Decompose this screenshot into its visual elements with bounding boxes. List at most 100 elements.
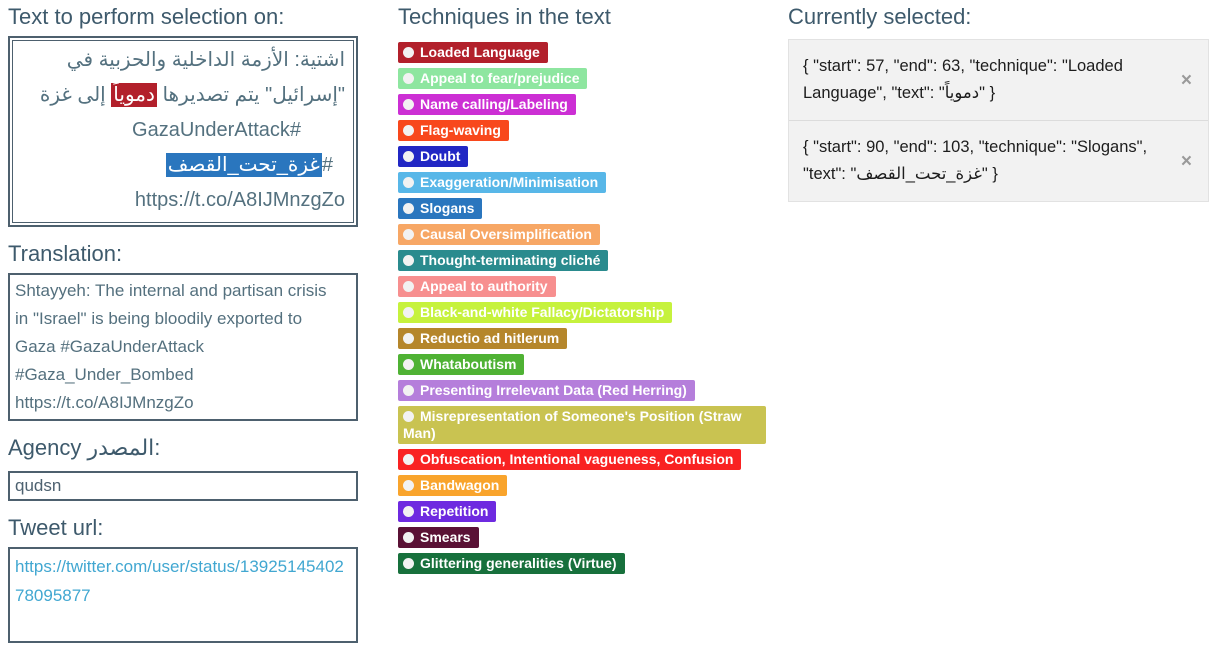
technique-tag-label: Whataboutism: [420, 356, 517, 372]
technique-tag[interactable]: Whataboutism: [398, 354, 525, 375]
technique-tag[interactable]: Thought-terminating cliché: [398, 250, 609, 271]
source-text-segment: اشتية: الأزمة الداخلية والحزبية في: [66, 49, 345, 71]
technique-tag-label: Name calling/Labeling: [420, 96, 568, 112]
radio-dot-icon: [403, 454, 414, 465]
close-icon[interactable]: ×: [1180, 150, 1192, 172]
translation-text: Shtayyeh: The internal and partisan cris…: [8, 273, 358, 421]
selected-annotations-list: { "start": 57, "end": 63, "technique": "…: [788, 39, 1209, 202]
radio-dot-icon: [403, 411, 414, 422]
tweet-url-label: Tweet url:: [8, 515, 104, 540]
technique-tag[interactable]: Presenting Irrelevant Data (Red Herring): [398, 380, 695, 401]
radio-dot-icon: [403, 125, 414, 136]
tweet-url-box: https://twitter.com/user/status/13925145…: [8, 547, 358, 643]
radio-dot-icon: [403, 532, 414, 543]
technique-tag-label: Doubt: [420, 148, 461, 164]
source-text-line: اشتية: الأزمة الداخلية والحزبية في: [21, 43, 345, 78]
technique-tag[interactable]: Glittering generalities (Virtue): [398, 553, 625, 574]
technique-tag[interactable]: Reductio ad hitlerum: [398, 328, 568, 349]
selected-annotation-item: { "start": 90, "end": 103, "technique": …: [789, 120, 1208, 201]
technique-tag-label: Misrepresentation of Someone's Position …: [403, 408, 742, 441]
technique-tag[interactable]: Exaggeration/Minimisation: [398, 172, 607, 193]
radio-dot-icon: [403, 255, 414, 266]
techniques-title: Techniques in the text: [398, 4, 611, 29]
translation-line: Shtayyeh: The internal and partisan cris…: [15, 281, 327, 300]
radio-dot-icon: [403, 359, 414, 370]
technique-tag-label: Obfuscation, Intentional vagueness, Conf…: [420, 451, 734, 467]
technique-tag-label: Thought-terminating cliché: [420, 252, 601, 268]
technique-tag[interactable]: Bandwagon: [398, 475, 508, 496]
radio-dot-icon: [403, 203, 414, 214]
technique-tag[interactable]: Loaded Language: [398, 42, 548, 63]
radio-dot-icon: [403, 151, 414, 162]
technique-tag[interactable]: Causal Oversimplification: [398, 224, 600, 245]
translation-line: Gaza #GazaUnderAttack: [15, 337, 204, 356]
source-text[interactable]: اشتية: الأزمة الداخلية والحزبية في "إسرائ…: [12, 40, 354, 223]
technique-tag-label: Slogans: [420, 200, 475, 216]
technique-tag-label: Causal Oversimplification: [420, 226, 592, 242]
technique-tag[interactable]: Name calling/Labeling: [398, 94, 576, 115]
technique-tag-label: Reductio ad hitlerum: [420, 330, 560, 346]
radio-dot-icon: [403, 480, 414, 491]
radio-dot-icon: [403, 333, 414, 344]
technique-tag[interactable]: Misrepresentation of Someone's Position …: [398, 406, 766, 444]
technique-tag-label: Appeal to authority: [420, 278, 548, 294]
radio-dot-icon: [403, 229, 414, 240]
technique-tag-label: Smears: [420, 529, 471, 545]
highlight-blue-span: غزة_تحت_القصف: [165, 153, 322, 177]
technique-tag[interactable]: Repetition: [398, 501, 497, 522]
source-text-segment: "إسرائيل" يتم تصديرها: [156, 84, 345, 106]
radio-dot-icon: [403, 177, 414, 188]
source-text-segment: https://t.co/A8IJMnzgZo: [134, 189, 345, 211]
radio-dot-icon: [403, 47, 414, 58]
radio-dot-icon: [403, 307, 414, 318]
technique-tag-label: Appeal to fear/prejudice: [420, 70, 580, 86]
agency-input[interactable]: [8, 471, 358, 501]
source-text-line: #غزة_تحت_القصف: [21, 148, 345, 183]
translation-line: #Gaza_Under_Bombed: [15, 365, 194, 384]
highlight-red-span: دموياً: [111, 83, 157, 107]
technique-tag-label: Loaded Language: [420, 44, 540, 60]
technique-tag-label: Glittering generalities (Virtue): [420, 555, 617, 571]
source-text-box: اشتية: الأزمة الداخلية والحزبية في "إسرائ…: [8, 36, 358, 227]
technique-tag[interactable]: Flag-waving: [398, 120, 509, 141]
source-text-line: #GazaUnderAttack: [21, 113, 345, 148]
radio-dot-icon: [403, 558, 414, 569]
selected-annotation-item: { "start": 57, "end": 63, "technique": "…: [789, 40, 1208, 120]
translation-line: https://t.co/A8IJMnzgZo: [15, 393, 194, 412]
technique-tag[interactable]: Doubt: [398, 146, 469, 167]
tweet-url-link[interactable]: https://twitter.com/user/status/13925145…: [15, 557, 344, 605]
selected-annotation-json: { "start": 57, "end": 63, "technique": "…: [803, 57, 1123, 102]
radio-dot-icon: [403, 73, 414, 84]
technique-tag[interactable]: Appeal to authority: [398, 276, 556, 297]
technique-tag-label: Presenting Irrelevant Data (Red Herring): [420, 382, 687, 398]
radio-dot-icon: [403, 281, 414, 292]
translation-title: Translation:: [8, 241, 123, 266]
source-text-segment: #GazaUnderAttack: [132, 119, 301, 141]
technique-tag-label: Exaggeration/Minimisation: [420, 174, 599, 190]
source-text-line: https://t.co/A8IJMnzgZo: [21, 183, 345, 218]
annotation-source-column: Text to perform selection on: اشتية: الأ…: [8, 0, 358, 643]
source-text-line: "إسرائيل" يتم تصديرها دموياً إلى غزة: [21, 78, 345, 113]
source-text-segment: #: [321, 154, 333, 176]
radio-dot-icon: [403, 506, 414, 517]
agency-label: Agency المصدر:: [8, 435, 161, 460]
technique-tag[interactable]: Appeal to fear/prejudice: [398, 68, 588, 89]
technique-tag[interactable]: Obfuscation, Intentional vagueness, Conf…: [398, 449, 742, 470]
radio-dot-icon: [403, 385, 414, 396]
source-text-title: Text to perform selection on:: [8, 4, 285, 29]
selected-annotation-json: { "start": 90, "end": 103, "technique": …: [803, 138, 1148, 183]
technique-tag[interactable]: Black-and-white Fallacy/Dictatorship: [398, 302, 673, 323]
technique-tag-label: Flag-waving: [420, 122, 501, 138]
translation-line: in "Israel" is being bloodily exported t…: [15, 309, 303, 328]
technique-tag-label: Black-and-white Fallacy/Dictatorship: [420, 304, 665, 320]
radio-dot-icon: [403, 99, 414, 110]
currently-selected-title: Currently selected:: [788, 4, 972, 29]
close-icon[interactable]: ×: [1180, 69, 1192, 91]
technique-tag[interactable]: Slogans: [398, 198, 483, 219]
technique-tag-label: Bandwagon: [420, 477, 500, 493]
technique-tag[interactable]: Smears: [398, 527, 479, 548]
technique-tag-label: Repetition: [420, 503, 489, 519]
source-text-segment: إلى غزة: [39, 84, 112, 106]
